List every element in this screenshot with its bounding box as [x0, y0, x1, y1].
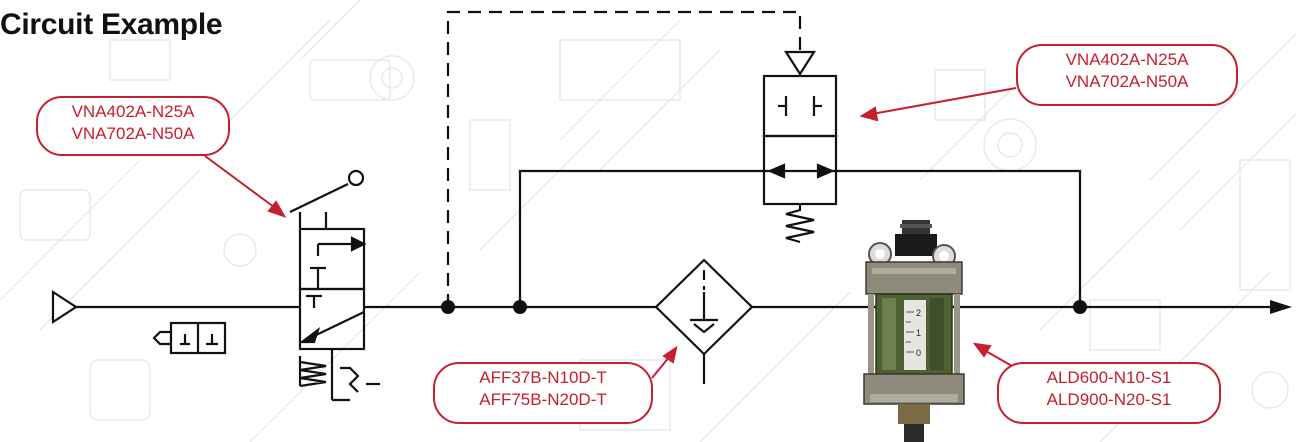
callout-line: AFF37B-N10D-T	[479, 368, 607, 387]
callout-line: VNA702A-N50A	[71, 124, 195, 143]
filter-symbol	[654, 258, 754, 384]
leader-arrowhead	[972, 342, 992, 358]
leader-arrowhead	[859, 106, 879, 122]
inlet-port-symbol	[51, 289, 79, 325]
bypass-line-return	[832, 169, 1082, 307]
pilot-valve-symbol	[762, 74, 838, 244]
junction-dot	[513, 300, 527, 314]
pilot-port-symbol	[783, 50, 817, 77]
leader-arrowhead	[267, 200, 287, 218]
leader-line	[204, 155, 279, 211]
callout-line: VNA702A-N50A	[1065, 72, 1189, 91]
callout-line: ALD900-N20-S1	[1046, 390, 1172, 409]
page-title: Circuit Example	[0, 8, 223, 41]
callout-line: ALD600-N10-S1	[1046, 368, 1172, 387]
callout-filter: AFF37B-N10D-T AFF75B-N20D-T	[433, 362, 653, 424]
callout-line: AFF75B-N20D-T	[479, 390, 607, 409]
leader-line	[983, 349, 1013, 367]
roller-lever-valve-symbol	[289, 169, 380, 402]
junction-dot	[441, 300, 455, 314]
small-valve-symbol	[152, 321, 227, 355]
callout-line: VNA402A-N25A	[1065, 50, 1189, 69]
bypass-line	[518, 169, 770, 307]
callout-lubricator: ALD600-N10-S1 ALD900-N20-S1	[997, 362, 1221, 424]
lubricator-unit-image	[863, 220, 965, 442]
leader-line	[871, 87, 1017, 115]
outlet-arrow-icon	[1270, 300, 1292, 314]
lubricator-scale-label: 0	[916, 348, 921, 358]
lubricator-scale-label: 2	[916, 308, 921, 318]
pilot-line-dashed	[446, 10, 802, 307]
callout-vna-valve-right: VNA402A-N25A VNA702A-N50A	[1016, 44, 1238, 106]
callout-vna-valve-left: VNA402A-N25A VNA702A-N50A	[36, 96, 230, 156]
leader-line	[651, 355, 671, 379]
background-parts	[19, 39, 1291, 431]
lubricator-scale-label: 1	[916, 328, 921, 338]
junction-dot	[1073, 300, 1087, 314]
leader-arrowhead	[662, 345, 678, 364]
callout-line: VNA402A-N25A	[71, 102, 195, 121]
